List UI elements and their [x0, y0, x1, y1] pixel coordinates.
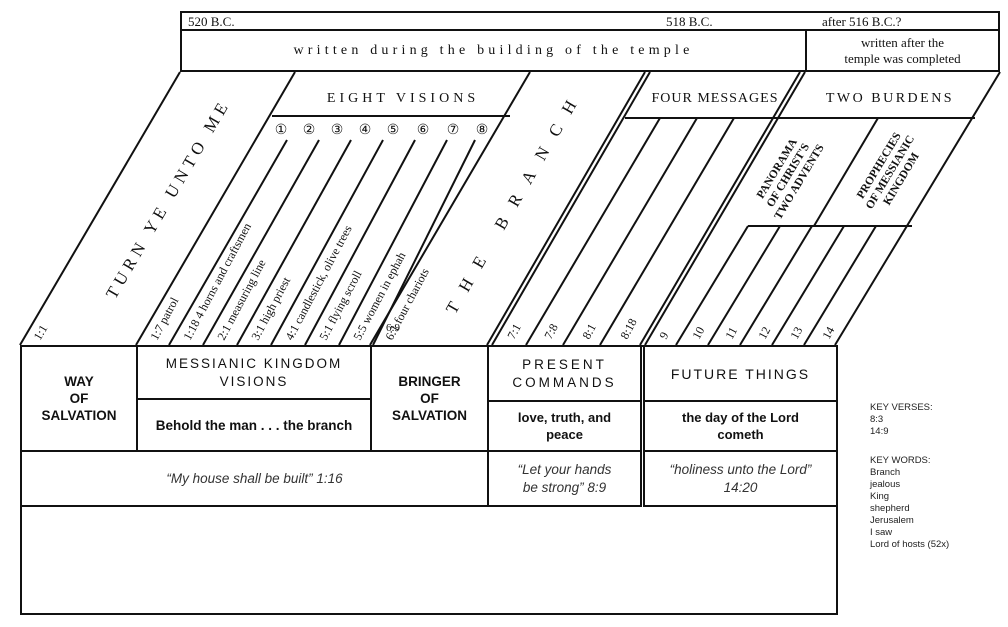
ref-6-9-label: 6:9 [386, 322, 401, 334]
key-verses: KEY VERSES: 8:3 14:9 [870, 402, 933, 438]
hands-quote-box: “Let your hands be strong” 8:9 [487, 450, 642, 507]
behold-text: Behold the man . . . the branch [155, 417, 353, 433]
ref-1-1: 1:1 [31, 322, 51, 342]
vision-number-7: ⑦ [447, 123, 460, 138]
chapter-ref-11: 11 [722, 325, 740, 342]
date-after-516bc: after 516 B.C.? [822, 14, 902, 29]
burdens-divider [813, 117, 879, 227]
chapter-ref-9: 9 [656, 330, 671, 342]
key-word-item: King [870, 491, 890, 502]
love-truth-peace-box: love, truth, and peace [487, 400, 642, 452]
behold-box: Behold the man . . . the branch [136, 398, 372, 452]
present-commands-box: PRESENT COMMANDS [487, 345, 642, 402]
day-line2: cometh [717, 427, 764, 442]
present-line1: PRESENT [522, 356, 607, 372]
key-word-item: jealous [870, 479, 901, 490]
way-of-salvation-box: WAY OF SALVATION [20, 345, 138, 452]
way-line2: OF [69, 391, 89, 406]
bringer-of-salvation-box: BRINGER OF SALVATION [370, 345, 489, 452]
two-burdens-label: TWO BURDENS [826, 91, 954, 106]
key-word-item: Jerusalem [870, 515, 914, 526]
chapter-ref-13: 13 [787, 324, 805, 341]
key-word-item: Branch [870, 467, 901, 478]
vision-number-4: ④ [359, 123, 372, 138]
key-word-item: I saw [870, 527, 893, 538]
vision-number-8: ⑧ [476, 123, 489, 138]
house-quote-text: “My house shall be built” 1:16 [166, 471, 343, 486]
vision-numbers: ① ② ③ ④ ⑤ ⑥ ⑦ ⑧ [275, 123, 489, 138]
day-line1: the day of the Lord [682, 410, 799, 425]
way-line1: WAY [64, 374, 94, 389]
vision-number-6: ⑥ [417, 123, 430, 138]
love-line1: love, truth, and [517, 410, 612, 425]
hands-line1: “Let your hands [517, 461, 612, 477]
chapter-ref-10: 10 [689, 324, 707, 341]
vision-number-3: ③ [331, 123, 344, 138]
love-line2: peace [546, 427, 583, 442]
slant-branch-right-b [491, 71, 651, 346]
written-during-text: written during the building of the templ… [293, 42, 694, 58]
messianic-line1: MESSIANIC KINGDOM [165, 355, 343, 371]
panorama-label: PANORAMA OF CHRIST'S TWO ADVENTS [755, 136, 827, 222]
key-verse-item: 14:9 [870, 426, 889, 437]
holiness-line2: 14:20 [723, 479, 758, 495]
future-things-box: FUTURE THINGS [643, 345, 838, 402]
hands-line2: be strong” 8:9 [522, 479, 607, 495]
key-verse-item: 8:3 [870, 414, 884, 425]
house-quote-box: “My house shall be built” 1:16 [20, 450, 489, 507]
bringer-line1: BRINGER [398, 374, 461, 389]
message-ref-2: 7:8 [541, 321, 561, 341]
slant-right-edge [834, 71, 1001, 346]
messianic-line2: VISIONS [219, 373, 289, 389]
messianic-kingdom-box: MESSIANIC KINGDOM VISIONS [136, 345, 372, 400]
chapter-ref-14: 14 [819, 324, 837, 341]
key-words-heading: KEY WORDS: [870, 455, 931, 466]
message-refs: 7:1 7:8 8:1 8:18 [504, 316, 639, 341]
future-text: FUTURE THINGS [670, 365, 811, 382]
slant-left-edge [19, 71, 181, 346]
written-after-bar: written after the temple was completed [805, 29, 1000, 72]
bringer-line2: OF [420, 391, 439, 406]
message-ref-3: 8:1 [579, 321, 599, 341]
written-after-line2: temple was completed [844, 50, 961, 66]
message-ref-4: 8:18 [617, 316, 639, 341]
bringer-line3: SALVATION [392, 408, 467, 423]
vision-number-5: ⑤ [387, 123, 400, 138]
present-line2: COMMANDS [512, 374, 617, 390]
chapter-ref-12: 12 [755, 324, 773, 341]
four-messages-label: FOUR MESSAGES [652, 91, 779, 106]
vision-number-1: ① [275, 123, 288, 138]
way-line3: SALVATION [41, 408, 117, 423]
key-word-item: Lord of hosts (52x) [870, 539, 950, 550]
key-word-item: shepherd [870, 503, 910, 514]
the-branch-label: THE BRANCH [442, 84, 588, 317]
slant-branch-right-a [486, 71, 646, 346]
vision-number-2: ② [303, 123, 316, 138]
key-verses-heading: KEY VERSES: [870, 402, 933, 413]
holiness-line1: “holiness unto the Lord” [669, 461, 812, 477]
eight-visions-label: EIGHT VISIONS [327, 91, 479, 106]
key-words: KEY WORDS: Branch jealous King shepherd … [870, 455, 949, 551]
day-of-lord-box: the day of the Lord cometh [643, 400, 838, 452]
date-520bc: 520 B.C. [188, 14, 235, 29]
date-518bc: 518 B.C. [666, 14, 713, 29]
written-after-line1: written after the [860, 34, 944, 50]
slant-turn-divider [135, 71, 296, 346]
holiness-quote-box: “holiness unto the Lord” 14:20 [643, 450, 838, 507]
message-ref-1: 7:1 [504, 321, 524, 341]
